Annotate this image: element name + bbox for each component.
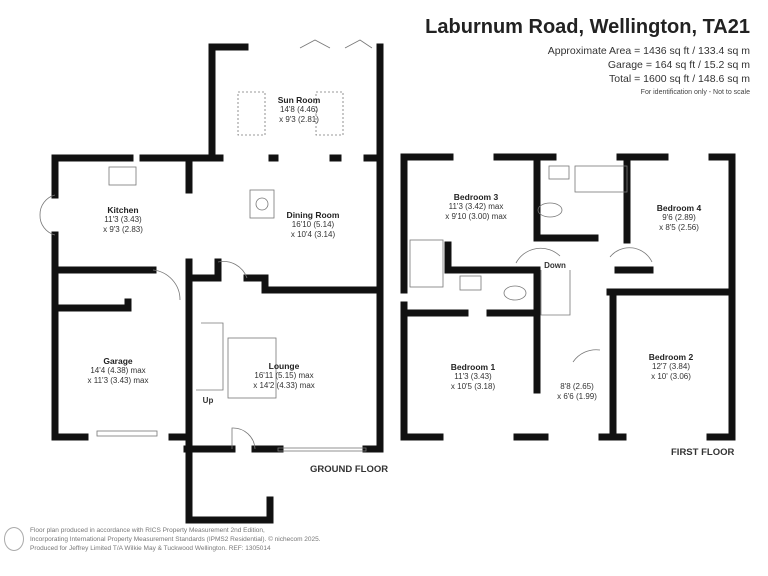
- first-floor-label: FIRST FLOOR: [671, 447, 735, 458]
- fixtures: [39, 39, 653, 452]
- stairs-down-label: Down: [544, 261, 566, 270]
- stairs-up-label: Up: [202, 396, 214, 405]
- room-landing: 8'8 (2.65)x 6'6 (1.99): [557, 382, 597, 401]
- ground-floor-walls: [51, 43, 384, 524]
- footer-credits: Floor plan produced in accordance with R…: [30, 527, 321, 552]
- ground-floor-label: GROUND FLOOR: [310, 464, 389, 475]
- property-address: Laburnum Road, Wellington, TA21: [425, 16, 750, 38]
- total-area: Total = 1600 sq ft / 148.6 sq m: [609, 73, 750, 85]
- person-icon: [4, 527, 24, 551]
- first-floor-walls: [400, 153, 736, 441]
- approx-area: Approximate Area = 1436 sq ft / 133.4 sq…: [547, 45, 750, 57]
- garage-area: Garage = 164 sq ft / 15.2 sq m: [607, 59, 750, 71]
- scale-note: For identification only - Not to scale: [640, 89, 750, 96]
